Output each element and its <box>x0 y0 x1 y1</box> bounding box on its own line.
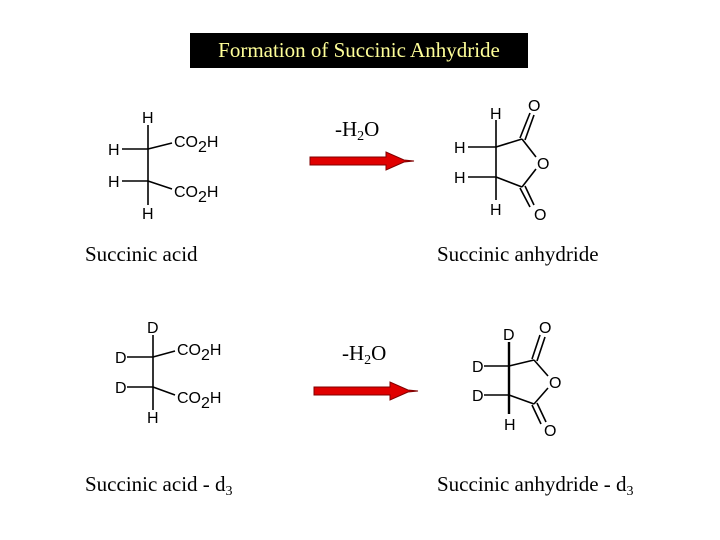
atom-left-upper: D <box>115 350 127 367</box>
group-lower: CO2H <box>174 184 218 206</box>
group-lower: CO2H <box>177 390 221 412</box>
atom-left-lower: H <box>108 174 120 191</box>
atom-bottom: H <box>490 202 502 219</box>
caption-succinic-anhydride: Succinic anhydride <box>437 242 599 266</box>
caption-succinic-acid-d3: Succinic acid - d3 <box>85 472 233 499</box>
atom-left-upper: D <box>472 359 484 376</box>
atom-top: D <box>503 327 515 344</box>
reagent-minus-water: -H2O <box>335 117 380 144</box>
reaction-arrow-icon <box>309 151 415 171</box>
atom-left-upper: H <box>108 142 120 159</box>
atom-ring-o: O <box>537 156 549 173</box>
atom-top: H <box>490 106 502 123</box>
atom-carbonyl-o-bottom: O <box>534 207 546 224</box>
caption-succinic-acid: Succinic acid <box>85 242 198 266</box>
reaction-arrow-icon <box>313 381 419 401</box>
atom-bottom: H <box>147 410 159 427</box>
atom-bottom: H <box>142 206 154 223</box>
succinic-anhydride-structure: H H H H O O O <box>454 98 549 224</box>
atom-top: H <box>142 110 154 127</box>
atom-left-upper: H <box>454 140 466 157</box>
atom-ring-o: O <box>549 375 561 392</box>
succinic-acid-d3-structure: D D D H CO2H CO2H <box>115 320 221 427</box>
group-upper: CO2H <box>174 134 218 156</box>
atom-left-lower: D <box>115 380 127 397</box>
succinic-anhydride-d3-structure: D D D H O O O <box>472 320 561 440</box>
caption-succinic-anhydride-d3: Succinic anhydride - d3 <box>437 472 634 499</box>
atom-carbonyl-o-top: O <box>539 320 551 337</box>
slide-title: Formation of Succinic Anhydride <box>190 33 528 68</box>
atom-left-lower: D <box>472 388 484 405</box>
succinic-acid-structure: H H H H CO2H CO2H <box>108 110 218 223</box>
atom-left-lower: H <box>454 170 466 187</box>
atom-top: D <box>147 320 159 337</box>
atom-carbonyl-o-top: O <box>528 98 540 115</box>
group-upper: CO2H <box>177 342 221 364</box>
reagent-minus-water: -H2O <box>342 341 387 368</box>
atom-carbonyl-o-bottom: O <box>544 423 556 440</box>
atom-bottom: H <box>504 417 516 434</box>
